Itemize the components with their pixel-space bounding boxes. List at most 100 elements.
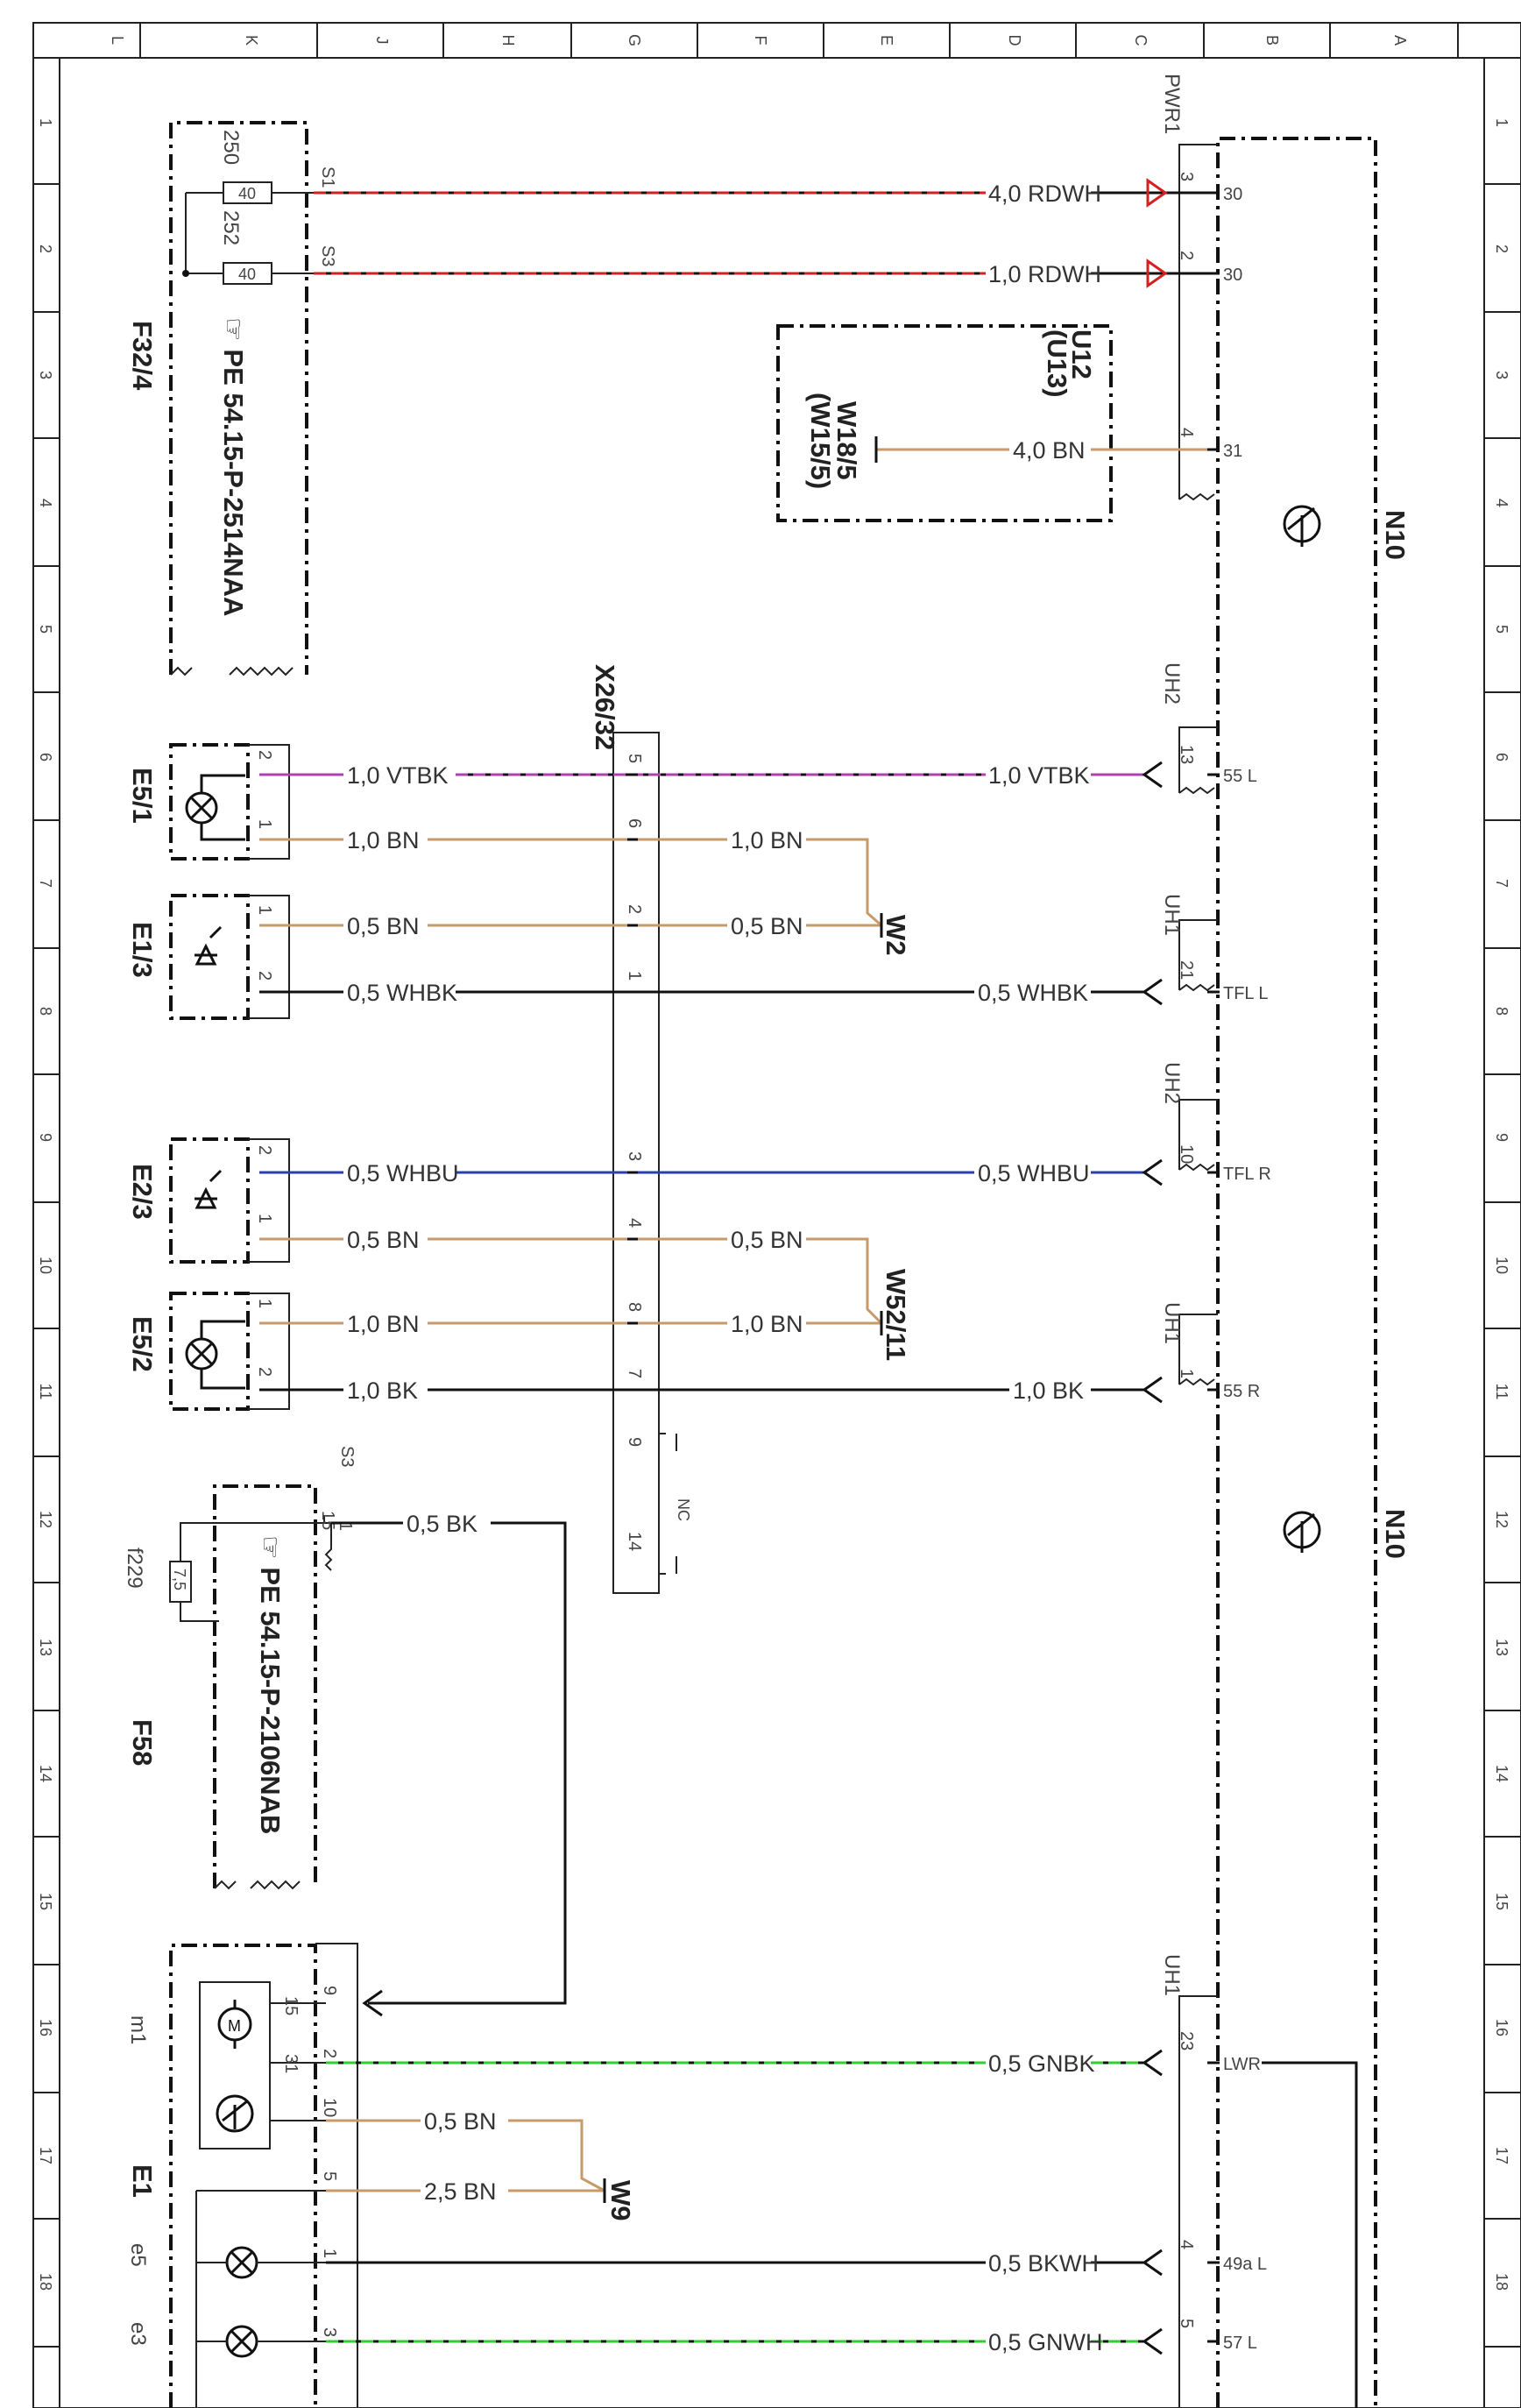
column-labels: L K J H G F E D C B A bbox=[109, 34, 1409, 46]
wire-label: 0,5 BN bbox=[347, 913, 420, 939]
n10-pin-signal: 55 L bbox=[1223, 767, 1257, 786]
n10-pin-number: 21 bbox=[1177, 960, 1196, 980]
drawing-frame bbox=[32, 22, 1521, 2408]
row-label: 10 bbox=[37, 1257, 54, 1274]
ground-w18-5-label: W18/5 bbox=[831, 401, 862, 480]
row-label: 8 bbox=[37, 1007, 54, 1016]
motor-icon: M bbox=[217, 2000, 252, 2049]
wire-label: 4,0 BN bbox=[1013, 437, 1086, 464]
connector-uh1-label: UH1 bbox=[1160, 894, 1184, 936]
fuse-f58-pin-15: 15 bbox=[318, 1511, 337, 1530]
x26-pin: 2 bbox=[625, 904, 644, 914]
row-label: 6 bbox=[1493, 753, 1510, 761]
lamp-e1-3-label: E1/3 bbox=[127, 922, 158, 978]
row-label: 11 bbox=[37, 1384, 54, 1400]
headlamp-sub-e3: e3 bbox=[126, 2322, 150, 2346]
fuse-f229 bbox=[169, 1516, 333, 1622]
wire-label: 1,0 BN bbox=[347, 827, 420, 853]
row-label: 2 bbox=[1493, 244, 1510, 253]
row-label: 18 bbox=[37, 2273, 54, 2291]
col-label: J bbox=[373, 37, 391, 45]
wire-label: 1,0 BK bbox=[1013, 1378, 1084, 1404]
headlamp-motor-unit bbox=[199, 1981, 271, 2149]
row-label: 16 bbox=[1493, 2019, 1510, 2036]
x26-pin: 14 bbox=[625, 1532, 644, 1551]
break-mark bbox=[214, 1880, 301, 1890]
n10-pin-number: 23 bbox=[1177, 2031, 1196, 2050]
wire-label: 2,5 BN bbox=[424, 2178, 497, 2205]
fuse-250-rating: 40 bbox=[238, 185, 256, 202]
row-label: 16 bbox=[37, 2019, 54, 2036]
bulb-icon bbox=[185, 774, 245, 841]
lamp-pin: 1 bbox=[255, 1214, 274, 1223]
ground-w9-label: W9 bbox=[605, 2180, 636, 2221]
row-label: 5 bbox=[1493, 625, 1510, 634]
headlamp-pin: 10 bbox=[320, 2098, 339, 2117]
row-label: 18 bbox=[1493, 2273, 1510, 2291]
fuse-250-id: 250 bbox=[219, 130, 243, 165]
headlamp-pin: 15 bbox=[281, 1996, 301, 2015]
svg-text:M: M bbox=[228, 2017, 241, 2035]
x26-pins: 5 6 2 1 3 4 8 7 9 14 bbox=[625, 754, 644, 1551]
col-label: B bbox=[1263, 35, 1281, 46]
fuse-252-rating: 40 bbox=[238, 266, 256, 283]
n10-pin-signal: 57 L bbox=[1223, 2334, 1257, 2353]
fuse-f58-pin-top: S3 bbox=[337, 1446, 357, 1467]
fuse-block-f58 bbox=[213, 1484, 317, 1888]
headlamp-pin: 31 bbox=[281, 2054, 301, 2073]
headlamp-pin: 2 bbox=[320, 2049, 339, 2058]
led-icon bbox=[195, 925, 223, 966]
row-label: 14 bbox=[37, 1765, 54, 1782]
lamp-pin: 2 bbox=[255, 1367, 274, 1377]
n10-pin-marks bbox=[1207, 191, 1220, 2343]
wire-label: 1,0 BN bbox=[731, 827, 803, 853]
bulb-icon bbox=[225, 2325, 258, 2358]
connector-uh2-label: UH2 bbox=[1160, 662, 1184, 705]
module-n10-label-2: N10 bbox=[1380, 1509, 1411, 1559]
headlamp-pin: 1 bbox=[320, 2249, 339, 2258]
component-u12-alt-label: (U13) bbox=[1042, 329, 1072, 398]
lamp-pin: 1 bbox=[255, 905, 274, 915]
headlamp-pin: 3 bbox=[320, 2327, 339, 2337]
headlamp-pin: 9 bbox=[320, 1986, 339, 1995]
row-label: 1 bbox=[1493, 118, 1510, 127]
connector-arrows bbox=[362, 178, 1168, 2355]
row-label: 11 bbox=[1493, 1384, 1510, 1400]
wire-label: 0,5 WHBU bbox=[978, 1160, 1090, 1186]
wire-label: 0,5 WHBU bbox=[347, 1160, 459, 1186]
lamp-boxes bbox=[169, 743, 250, 1411]
n10-pin-signal: 55 R bbox=[1223, 1382, 1260, 1401]
col-label: C bbox=[1132, 35, 1150, 46]
wire-label: 1,0 BK bbox=[347, 1378, 418, 1404]
lamp-e2-3-label: E2/3 bbox=[127, 1164, 158, 1220]
fuse-252-id: 252 bbox=[219, 210, 243, 245]
row-label: 4 bbox=[1493, 499, 1510, 507]
x26-pin: 1 bbox=[625, 971, 644, 981]
fuse-f229-id: f229 bbox=[123, 1547, 146, 1589]
x26-pin: 8 bbox=[625, 1302, 644, 1312]
transistor-icon bbox=[1283, 1511, 1321, 1553]
fuse-block-f58-label: F58 bbox=[127, 1719, 158, 1766]
component-u12-boundary bbox=[776, 324, 1113, 522]
sensor-icon bbox=[216, 2094, 254, 2133]
wire-labels: 4,0 RDWH 1,0 RDWH 4,0 BN 1,0 VTBK 1,0 VT… bbox=[347, 181, 1103, 2355]
wire-label: 0,5 GNBK bbox=[988, 2050, 1095, 2077]
connector-pwr1-label: PWR1 bbox=[1160, 74, 1184, 134]
lamp-pin: 1 bbox=[255, 819, 274, 829]
lamp-pin: 2 bbox=[255, 750, 274, 760]
nc-bracket bbox=[658, 1433, 677, 1575]
wire-label: 0,5 GNWH bbox=[988, 2329, 1103, 2355]
n10-pin-number: 1 bbox=[1177, 1369, 1196, 1378]
wire-label: 0,5 BN bbox=[731, 1227, 803, 1253]
fuse-f58-pin-1: 1 bbox=[336, 1521, 355, 1531]
col-label: H bbox=[499, 35, 517, 46]
n10-pin-number: 3 bbox=[1177, 172, 1196, 181]
wires bbox=[259, 191, 1358, 2408]
col-label: G bbox=[626, 34, 643, 46]
wire-label: 1,0 VTBK bbox=[347, 762, 449, 789]
lamp-pin: 2 bbox=[255, 1145, 274, 1155]
row-label: 10 bbox=[1493, 1257, 1510, 1274]
row-label: 5 bbox=[37, 625, 54, 634]
row-label: 13 bbox=[1493, 1639, 1510, 1656]
row-label: 1 bbox=[37, 118, 54, 127]
